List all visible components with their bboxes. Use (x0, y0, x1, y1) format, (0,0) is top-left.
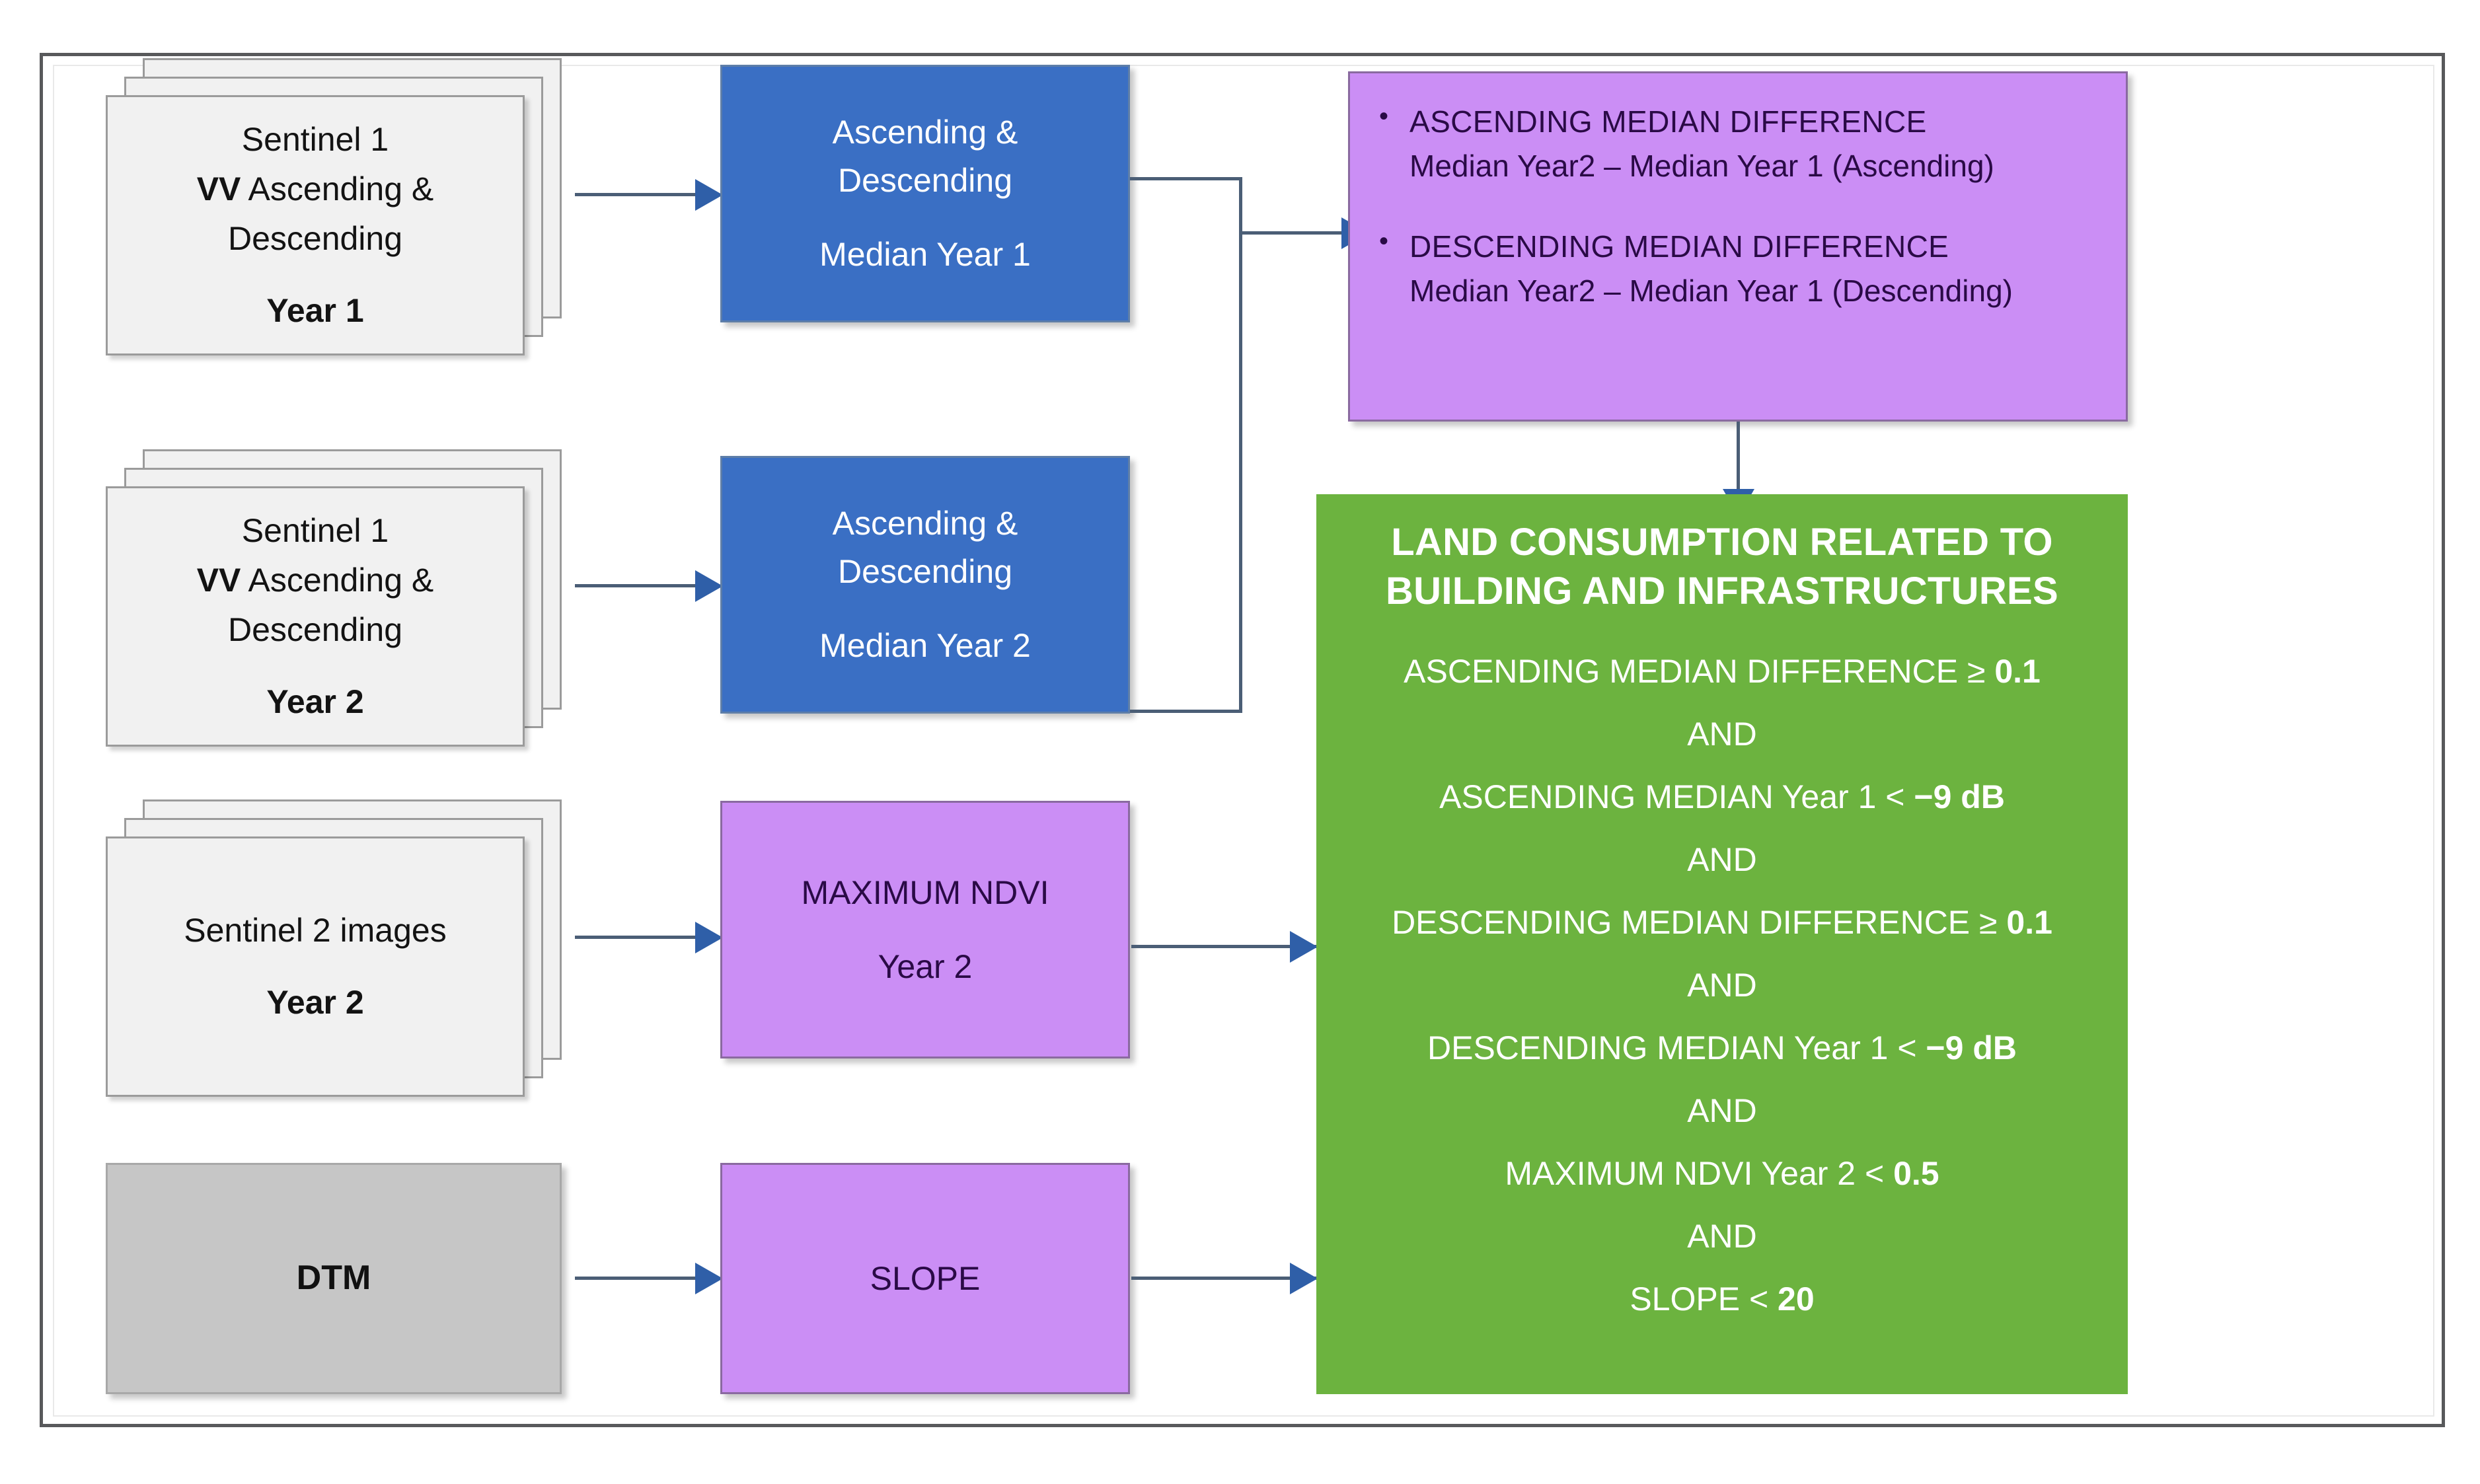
connector-merge-vertical (1239, 177, 1242, 712)
year-label: Year 2 (266, 683, 364, 720)
panel-result-land-consumption[interactable]: LAND CONSUMPTION RELATED TO BUILDING AND… (1316, 494, 2128, 1394)
connector-ndvi-to-result (1131, 945, 1316, 948)
bullet-dot-icon: • (1379, 102, 1389, 131)
result-rule-1: ASCENDING MEDIAN DIFFERENCE ≥ 0.1 (1404, 651, 2041, 691)
result-rule-5-text: MAXIMUM NDVI Year 2 < (1505, 1155, 1894, 1193)
median2-line-3: Median Year 2 (819, 627, 1031, 665)
source-sentinel1-year2[interactable]: Sentinel 1 VV Ascending & Descending Yea… (106, 449, 562, 747)
result-rule-5-value: 0.5 (1893, 1155, 1939, 1193)
result-and-4: AND (1687, 1092, 1757, 1130)
year-label: Year 1 (266, 292, 364, 329)
result-title: LAND CONSUMPTION RELATED TO BUILDING AND… (1386, 518, 2058, 616)
median1-line-1: Ascending & (832, 114, 1018, 151)
source-sentinel2-year2-text: Sentinel 2 images Year 2 (106, 836, 525, 1097)
median2-line-1: Ascending & (832, 505, 1018, 542)
line-3: Descending (227, 220, 403, 257)
result-rule-4-value: −9 dB (1926, 1029, 2017, 1067)
result-rule-2-text: ASCENDING MEDIAN Year 1 < (1439, 778, 1914, 816)
bullet-descending-line1: DESCENDING MEDIAN DIFFERENCE (1409, 229, 1949, 264)
line-1: Sentinel 2 images (184, 912, 447, 949)
connector-slope-to-result (1131, 1277, 1316, 1280)
bullet-ascending-difference: • ASCENDING MEDIAN DIFFERENCE Median Yea… (1379, 100, 2109, 188)
result-and-2: AND (1687, 841, 1757, 879)
median2-line-2: Descending (837, 552, 1013, 590)
connector-median2-out (1130, 710, 1242, 713)
arrowhead-s1y1-to-median1 (695, 179, 723, 211)
line-2: VV Ascending & (197, 165, 434, 214)
result-and-3: AND (1687, 967, 1757, 1004)
result-rule-1-text: ASCENDING MEDIAN DIFFERENCE ≥ (1404, 653, 1995, 690)
ndvi-line-1: MAXIMUM NDVI (801, 873, 1049, 911)
result-rule-6-value: 20 (1778, 1280, 1815, 1318)
vv-label: VV (196, 562, 241, 599)
result-rule-2: ASCENDING MEDIAN Year 1 < −9 dB (1439, 777, 2005, 817)
line-3: Descending (227, 611, 403, 648)
year-label: Year 2 (266, 984, 364, 1021)
connector-s2-to-ndvi (575, 936, 707, 939)
bullet-ascending-text: ASCENDING MEDIAN DIFFERENCE Median Year2… (1409, 100, 2109, 188)
arrowhead-slope-to-result (1290, 1263, 1318, 1294)
panel-median-difference[interactable]: • ASCENDING MEDIAN DIFFERENCE Median Yea… (1348, 71, 2128, 422)
connector-merge-to-violet (1239, 231, 1355, 235)
bullet-ascending-line2: Median Year2 – Median Year 1 (Ascending) (1409, 148, 1994, 183)
slope-label: SLOPE (870, 1259, 981, 1297)
process-maximum-ndvi[interactable]: MAXIMUM NDVI Year 2 (720, 801, 1130, 1058)
result-rule-2-value: −9 dB (1914, 778, 2005, 816)
connector-median1-out (1130, 177, 1242, 180)
result-rule-4-text: DESCENDING MEDIAN Year 1 < (1427, 1029, 1926, 1067)
result-rule-6: SLOPE < 20 (1630, 1279, 1814, 1319)
median1-line-3: Median Year 1 (819, 236, 1031, 274)
result-and-1: AND (1687, 716, 1757, 753)
result-and-5: AND (1687, 1218, 1757, 1255)
result-rule-3-text: DESCENDING MEDIAN DIFFERENCE ≥ (1392, 904, 2007, 942)
connector-s1y2-to-median2 (575, 584, 707, 587)
sheet-front (106, 486, 525, 747)
source-sentinel1-year1[interactable]: Sentinel 1 VV Ascending & Descending Yea… (106, 58, 562, 355)
arrowhead-ndvi-to-result (1290, 931, 1318, 963)
result-rule-1-value: 0.1 (1994, 653, 2041, 690)
median1-line-2: Descending (837, 161, 1013, 199)
bullet-descending-difference: • DESCENDING MEDIAN DIFFERENCE Median Ye… (1379, 225, 2109, 313)
source-sentinel2-year2[interactable]: Sentinel 2 images Year 2 (106, 799, 562, 1097)
dtm-label: DTM (296, 1259, 371, 1298)
vv-label: VV (196, 170, 241, 207)
bullet-dot-icon: • (1379, 227, 1389, 256)
result-rule-6-text: SLOPE < (1630, 1280, 1778, 1318)
line-2: VV Ascending & (197, 556, 434, 605)
result-title-line2: BUILDING AND INFRASTRUCTURES (1386, 570, 2058, 613)
result-title-line1: LAND CONSUMPTION RELATED TO (1391, 521, 2053, 564)
sheet-front (106, 95, 525, 355)
result-rule-3-value: 0.1 (2006, 904, 2052, 942)
line-2-rest: Ascending & (241, 170, 434, 207)
sheet-front (106, 836, 525, 1097)
arrowhead-s1y2-to-median2 (695, 570, 723, 602)
source-dtm[interactable]: DTM (106, 1163, 562, 1394)
process-median-year1[interactable]: Ascending & Descending Median Year 1 (720, 65, 1130, 322)
connector-violet-to-green (1737, 422, 1740, 494)
line-1: Sentinel 1 (241, 121, 389, 158)
arrowhead-s2-to-ndvi (695, 922, 723, 953)
connector-dtm-to-slope (575, 1277, 707, 1280)
line-1: Sentinel 1 (241, 512, 389, 549)
process-median-year2[interactable]: Ascending & Descending Median Year 2 (720, 456, 1130, 714)
source-sentinel1-year2-text: Sentinel 1 VV Ascending & Descending Yea… (106, 486, 525, 747)
ndvi-line-2: Year 2 (878, 948, 973, 985)
connector-s1y1-to-median1 (575, 193, 707, 196)
process-slope[interactable]: SLOPE (720, 1163, 1130, 1394)
bullet-ascending-line1: ASCENDING MEDIAN DIFFERENCE (1409, 104, 1927, 139)
result-rule-4: DESCENDING MEDIAN Year 1 < −9 dB (1427, 1028, 2017, 1068)
arrowhead-dtm-to-slope (695, 1263, 723, 1294)
line-2-rest: Ascending & (241, 562, 434, 599)
bullet-descending-text: DESCENDING MEDIAN DIFFERENCE Median Year… (1409, 225, 2109, 313)
source-sentinel1-year1-text: Sentinel 1 VV Ascending & Descending Yea… (106, 95, 525, 355)
result-rule-5: MAXIMUM NDVI Year 2 < 0.5 (1505, 1154, 1939, 1193)
bullet-descending-line2: Median Year2 – Median Year 1 (Descending… (1409, 274, 2013, 309)
result-rule-3: DESCENDING MEDIAN DIFFERENCE ≥ 0.1 (1392, 903, 2052, 942)
